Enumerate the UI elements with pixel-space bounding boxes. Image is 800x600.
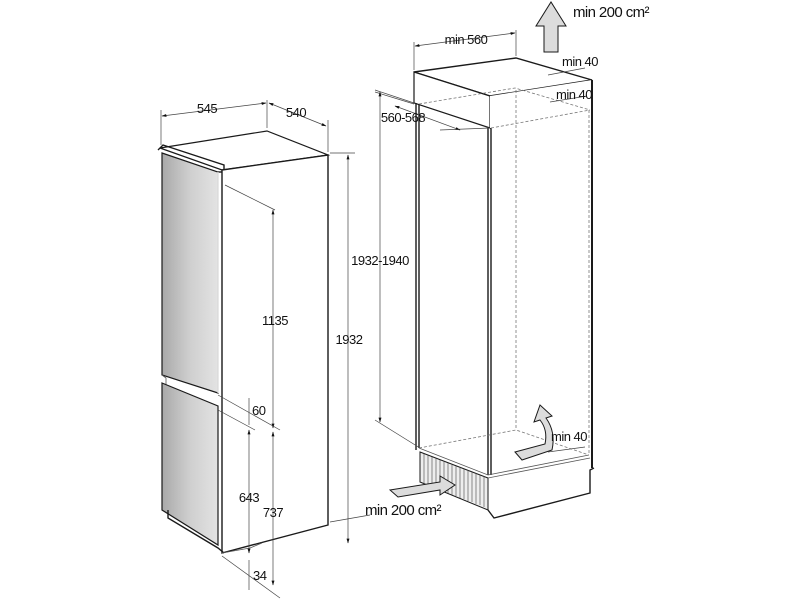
- gap-60-label: 60: [252, 403, 266, 418]
- upper-door: [161, 152, 219, 394]
- airflow-arrow: [514, 404, 554, 461]
- width-545-label: 545: [197, 101, 217, 116]
- top-vent-label: min 200 cm²: [573, 4, 650, 21]
- niche-height-label: 1932-1940: [351, 253, 409, 268]
- height-643-label: 643: [239, 490, 259, 505]
- plinth: [167, 510, 225, 554]
- top-side-gap-label: min 40: [556, 87, 592, 102]
- bottom-rear-gap-label: min 40: [551, 429, 587, 444]
- top-vent-arrow: [535, 1, 567, 53]
- depth-540-label: 540: [286, 105, 306, 120]
- height-737-label: 737: [263, 505, 283, 520]
- lower-door: [161, 382, 219, 547]
- bottom-vent-arrow: [388, 475, 456, 498]
- top-trim: [157, 144, 225, 172]
- niche-depth-label: 560-568: [381, 110, 425, 125]
- height-1932-label: 1932: [336, 332, 363, 347]
- offset-34-label: 34: [253, 568, 267, 583]
- niche-drawing: min 560 min 40 min 40 560-568 1932-1940 …: [351, 1, 650, 519]
- bottom-vent-label: min 200 cm²: [365, 502, 442, 519]
- niche-width-label: min 560: [445, 32, 488, 47]
- height-1135-label: 1135: [262, 313, 288, 328]
- top-rear-gap-label: min 40: [562, 54, 598, 69]
- appliance-drawing: 545 540 1135 1932 60 643 737 34: [157, 100, 371, 599]
- appliance-body-side: [221, 154, 329, 554]
